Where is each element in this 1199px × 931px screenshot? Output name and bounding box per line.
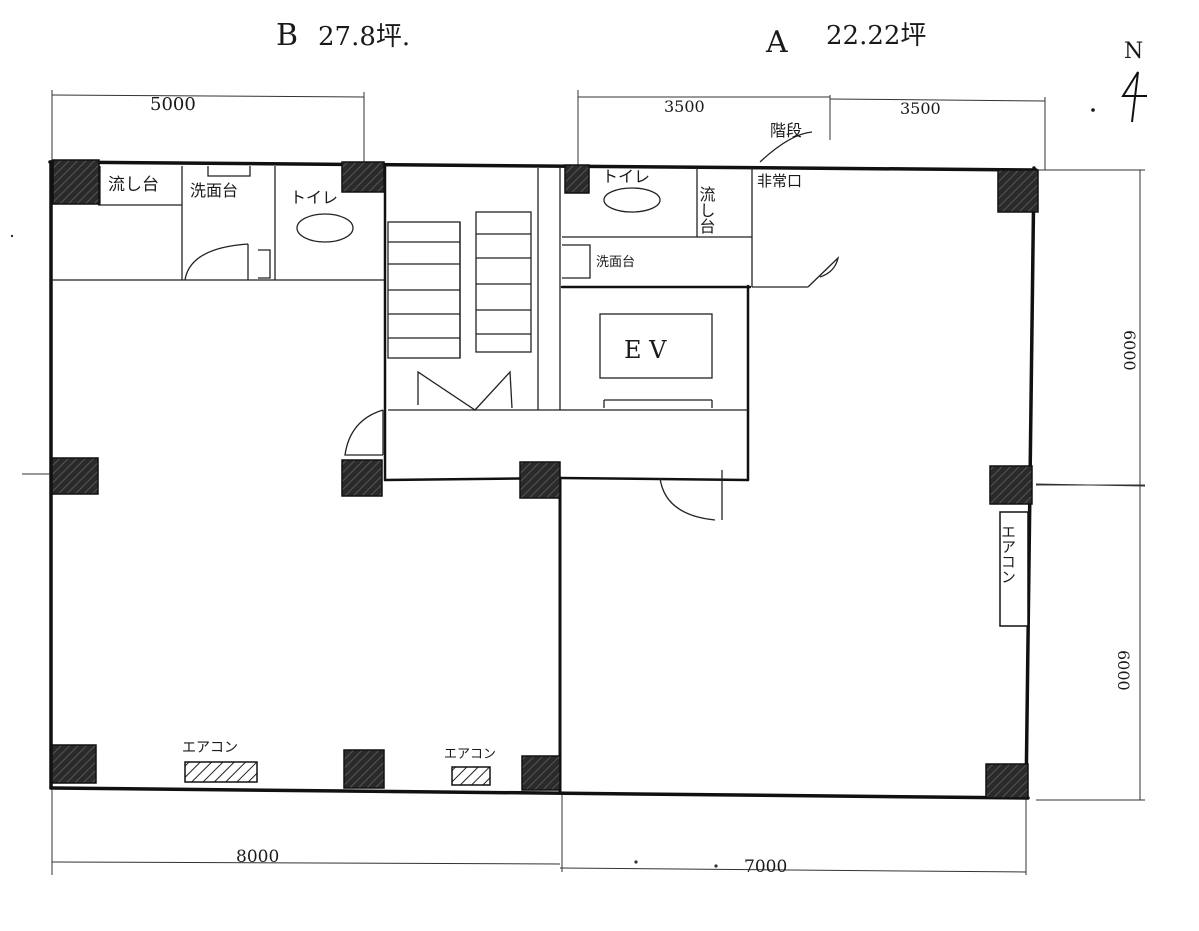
unit-b-label: B xyxy=(276,18,298,53)
column xyxy=(341,161,385,193)
dim-right-upper: 6000 xyxy=(1120,330,1139,371)
dimension-top xyxy=(51,90,1046,170)
column xyxy=(985,763,1029,799)
dim-top-b: 5000 xyxy=(150,94,196,115)
north-arrow-icon: N xyxy=(1091,39,1147,123)
column xyxy=(997,169,1039,213)
toilet-a-label: トイレ xyxy=(602,167,650,186)
washbasin-label: 洗面台 xyxy=(190,181,238,200)
column xyxy=(564,164,590,194)
column xyxy=(51,457,99,495)
door-a xyxy=(659,477,716,521)
aircon-b1: エアコン xyxy=(182,740,258,783)
elevator-label: E V xyxy=(624,336,667,364)
washbasin-a-label: 洗面台 xyxy=(596,255,635,270)
scan-marks xyxy=(10,234,1146,868)
sink-a-label: 流し台 xyxy=(697,186,716,234)
dimension-right xyxy=(1036,169,1145,801)
toilet-b-label: トイレ xyxy=(290,188,338,207)
emergency-exit-label: 非常口 xyxy=(757,172,802,190)
column xyxy=(51,744,97,784)
door-b xyxy=(344,409,384,456)
dimension-bottom xyxy=(51,790,1027,875)
aircon-right-label: エアコン xyxy=(999,524,1017,584)
dim-bottom-b: 8000 xyxy=(236,847,279,867)
column xyxy=(521,755,561,791)
aircon-right: エアコン xyxy=(999,511,1029,627)
aircon-b2: エアコン xyxy=(444,747,496,786)
stairs-label: 階段 xyxy=(770,121,802,140)
unit-a-wet-area xyxy=(562,131,840,288)
column xyxy=(52,159,100,205)
dim-top-a-right: 3500 xyxy=(900,99,941,118)
unit-a-area: 22.22坪 xyxy=(826,21,926,51)
aircon-b1-label: エアコン xyxy=(182,740,238,756)
column xyxy=(989,465,1033,505)
staircase xyxy=(387,211,532,411)
column xyxy=(343,749,385,789)
dim-right-lower: 6000 xyxy=(1114,650,1133,691)
unit-a-label: A xyxy=(765,25,788,60)
unit-b-wet-area xyxy=(52,166,385,281)
core-walls xyxy=(383,163,752,520)
dim-top-a-left: 3500 xyxy=(664,97,705,116)
column xyxy=(519,461,561,499)
elevator: E V xyxy=(599,313,713,408)
dim-bottom-a: 7000 xyxy=(744,857,787,877)
north-label: N xyxy=(1124,39,1143,64)
sink-b-label: 流し台 xyxy=(108,175,159,195)
unit-b-area: 27.8坪. xyxy=(318,22,410,52)
columns xyxy=(51,159,1039,799)
column xyxy=(341,459,383,497)
aircon-b2-label: エアコン xyxy=(444,747,496,762)
